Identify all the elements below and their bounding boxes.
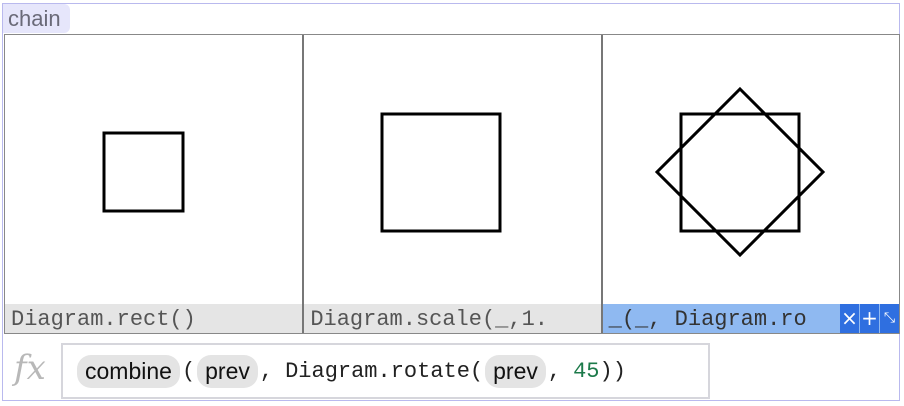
formula-row: fx combine ( prev , Diagram.rotate( prev…	[4, 335, 900, 401]
panel-caption-rect[interactable]: Diagram.rect()	[5, 304, 303, 333]
comma-separator-2: ,	[547, 358, 562, 384]
formula-editor[interactable]: combine ( prev , Diagram.rotate( prev , …	[61, 343, 710, 399]
large-square-shape	[380, 112, 502, 233]
func-token[interactable]: combine	[77, 354, 180, 388]
arg-prev-token-2[interactable]: prev	[485, 354, 546, 388]
small-square-shape	[102, 131, 185, 213]
panel-caption-scale[interactable]: Diagram.scale(_,1.	[304, 304, 601, 333]
resize-icon[interactable]: ⤡	[879, 304, 899, 333]
combine-diagram	[654, 86, 825, 258]
square-shape	[679, 112, 801, 233]
open-paren: (	[181, 358, 196, 384]
panel-combine[interactable]: _(_, Diagram.ro × + ⤡	[600, 35, 899, 333]
scale-diagram	[380, 112, 502, 233]
rotated-square-shape	[654, 86, 825, 258]
comma-separator: ,	[259, 358, 274, 384]
panel-controls: × + ⤡	[839, 304, 899, 333]
angle-value[interactable]: 45	[573, 358, 600, 384]
fx-icon: fx	[14, 348, 46, 388]
chain-title: chain	[3, 4, 70, 33]
close-icon[interactable]: ×	[839, 304, 859, 333]
panels-row: Diagram.rect() Diagram.scale(_,1. _(_, D…	[4, 34, 900, 334]
panel-rect[interactable]: Diagram.rect()	[5, 35, 303, 333]
panel-scale[interactable]: Diagram.scale(_,1.	[302, 35, 601, 333]
close-parens: ))	[599, 358, 626, 384]
arg-prev-token[interactable]: prev	[197, 354, 258, 388]
rect-diagram	[102, 131, 185, 213]
add-icon[interactable]: +	[859, 304, 879, 333]
inner-function-text: Diagram.rotate(	[285, 358, 484, 384]
